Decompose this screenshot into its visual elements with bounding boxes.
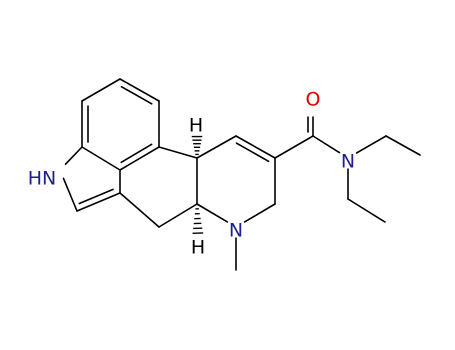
bond-ethyl-1a	[355, 135, 387, 154]
bond-benzene-6	[81, 78, 121, 102]
bond-ring-d-4	[243, 203, 276, 223]
bond-ring-d-2	[235, 135, 276, 159]
bond-ring-d-1	[196, 135, 237, 159]
bond-ethyl-2b	[347, 198, 386, 223]
hashed-bond-upper-h	[191, 135, 203, 156]
stereo-bond-layer	[191, 135, 204, 234]
stereo-h-lower-label: H	[191, 237, 205, 259]
bond-ring-d-double	[235, 142, 270, 163]
bond-pyrrole-1	[64, 146, 83, 166]
bond-ring-c-2	[158, 203, 198, 228]
bond-pyrrole-2	[62, 177, 78, 212]
bond-amide-cn	[312, 135, 341, 154]
bond-benzene-4	[81, 146, 121, 171]
bond-benzene-double-1	[120, 85, 153, 105]
bond-benzene-3	[119, 146, 160, 171]
bond-layer	[62, 78, 421, 271]
amine-n-label: N	[229, 220, 243, 242]
bond-pyrrole-3	[76, 192, 121, 212]
bond-ring-c-4	[158, 146, 198, 159]
bond-benzene-double-2	[120, 143, 153, 164]
indole-nh-label: HN	[28, 168, 57, 190]
hashed-bond-lower-h	[192, 208, 204, 234]
bond-pyrrole-double	[78, 188, 114, 205]
bond-benzene-1	[119, 78, 160, 102]
amide-n-label: N	[341, 151, 355, 173]
bond-carbonyl-carbon	[274, 135, 314, 159]
carbonyl-o-label: O	[306, 89, 321, 111]
bond-ring-c-1	[119, 192, 160, 228]
bond-ring-d-5	[196, 203, 229, 223]
bond-ethyl-1b	[385, 135, 421, 156]
stereo-h-upper-label: H	[189, 115, 203, 137]
